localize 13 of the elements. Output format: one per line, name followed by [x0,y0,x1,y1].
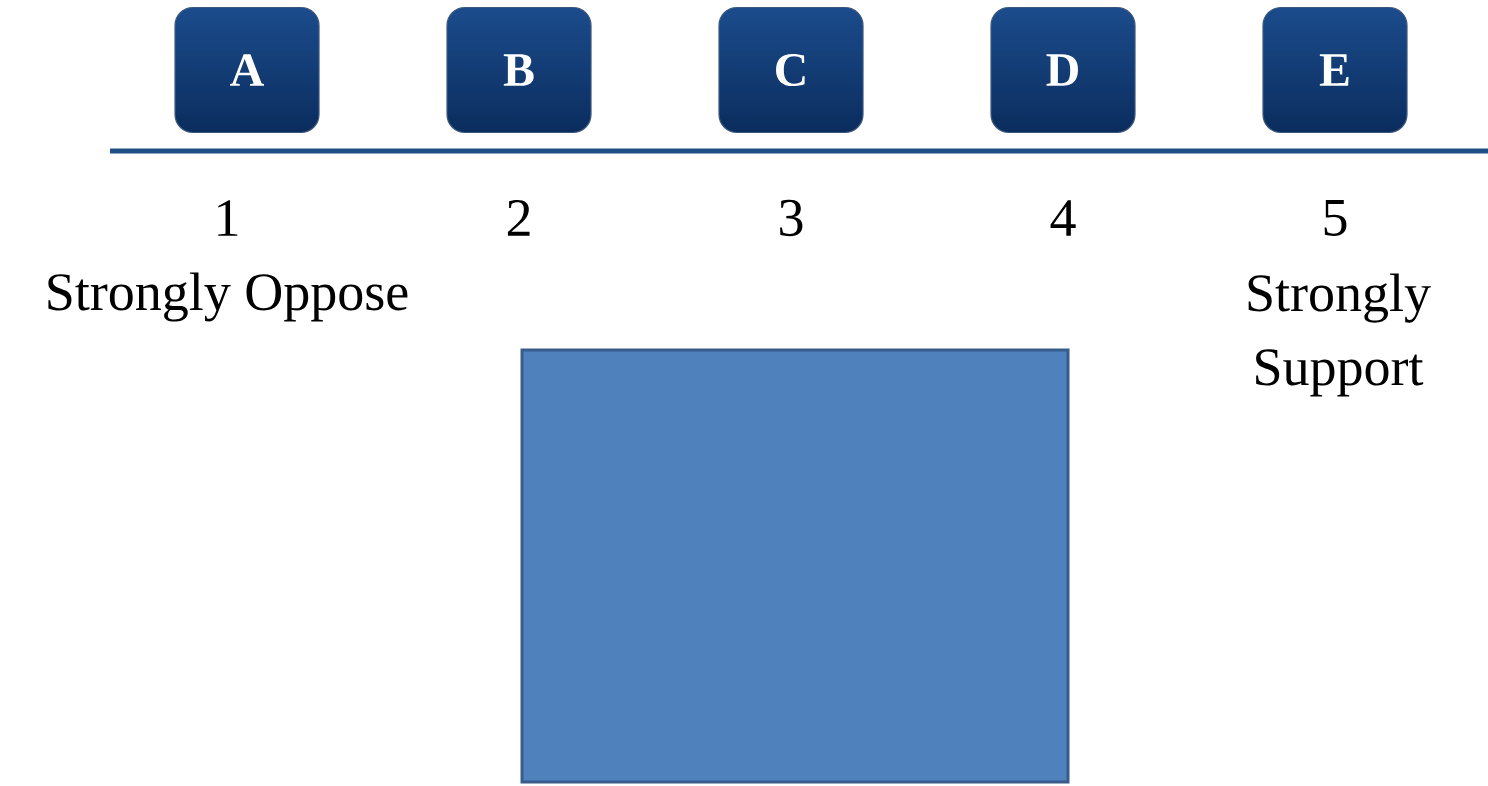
scale-label: Strongly Support [1248,273,1431,397]
letter-box: B [446,6,592,134]
scale-label: 2 [507,200,530,236]
letter-box: E [1262,6,1408,134]
scale-label: 1 [218,200,238,236]
letter-box: C [718,6,864,134]
letter-box: D [990,6,1136,134]
letter-box: A [174,6,320,134]
rectangle [520,348,1070,784]
scale-label: Strongly Oppose [48,272,408,322]
scale-label: 4 [1050,200,1076,236]
scale-label: 3 [780,199,803,237]
scale-label: 5 [1324,200,1347,236]
